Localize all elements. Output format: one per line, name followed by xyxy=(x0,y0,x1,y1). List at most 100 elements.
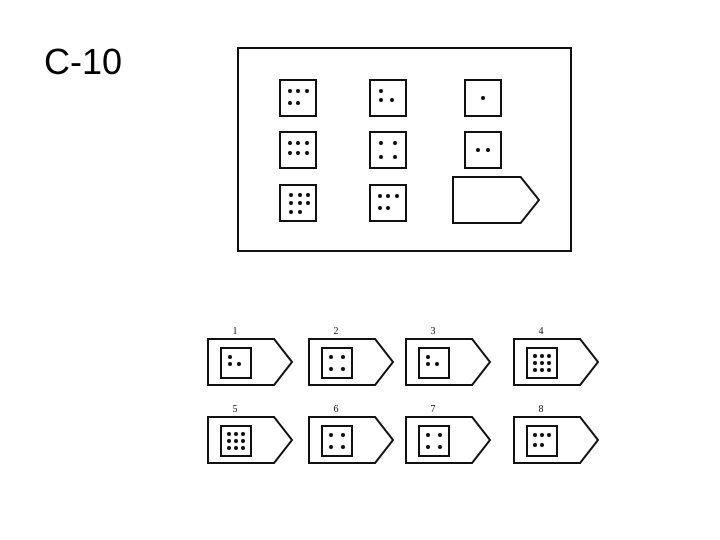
dot xyxy=(533,433,537,438)
dot xyxy=(533,361,537,365)
dot xyxy=(297,209,302,214)
dot xyxy=(386,206,390,211)
dice-square xyxy=(321,347,353,379)
dice-square xyxy=(526,347,558,379)
dot xyxy=(386,194,390,199)
dot xyxy=(486,148,491,152)
dot xyxy=(296,141,300,146)
dot xyxy=(533,368,537,372)
dot xyxy=(426,355,431,360)
missing-answer-slot xyxy=(452,176,541,224)
dot xyxy=(540,368,544,372)
dice-square xyxy=(369,184,407,222)
dot xyxy=(305,201,310,205)
option-4[interactable]: 4 xyxy=(513,327,600,386)
dot xyxy=(392,141,397,146)
dot xyxy=(377,206,382,211)
dot xyxy=(547,361,551,365)
matrix-cell-1-2 xyxy=(369,79,407,117)
option-number: 5 xyxy=(232,404,238,415)
dice-square xyxy=(321,425,353,457)
dot xyxy=(234,432,238,436)
dot xyxy=(241,446,245,450)
dot xyxy=(540,361,544,365)
dot xyxy=(540,443,544,448)
dot xyxy=(304,141,309,146)
dot xyxy=(390,97,395,102)
dot xyxy=(547,354,551,358)
dice-square xyxy=(220,347,252,379)
dice-square xyxy=(279,184,317,222)
dot xyxy=(329,355,334,360)
dice-square xyxy=(279,131,317,169)
dot xyxy=(296,89,300,94)
dice-square xyxy=(418,347,450,379)
dice-square xyxy=(279,79,317,117)
slide-title: С-10 xyxy=(44,41,123,82)
option-number: 1 xyxy=(232,326,238,337)
dot xyxy=(340,366,345,371)
dot xyxy=(540,433,544,438)
puzzle-matrix xyxy=(237,47,572,252)
dot xyxy=(287,89,292,94)
dot xyxy=(340,355,345,360)
dice-square xyxy=(369,131,407,169)
dot xyxy=(227,439,231,443)
dot xyxy=(426,433,431,438)
dot xyxy=(228,362,233,367)
dot xyxy=(296,101,300,106)
dice-square xyxy=(418,425,450,457)
dot xyxy=(234,439,238,443)
dot xyxy=(304,151,309,156)
dot xyxy=(304,89,309,94)
dot xyxy=(377,194,382,199)
dot xyxy=(435,362,440,367)
option-number: 8 xyxy=(538,404,544,415)
matrix-cell-2-3 xyxy=(464,131,502,169)
option-5[interactable]: 5 xyxy=(207,405,294,464)
dot xyxy=(547,433,551,438)
dot xyxy=(392,154,397,159)
dot xyxy=(540,354,544,358)
option-number: 7 xyxy=(430,404,436,415)
dot xyxy=(379,154,384,159)
dot xyxy=(287,101,292,106)
matrix-cell-2-2 xyxy=(369,131,407,169)
option-number: 3 xyxy=(430,326,436,337)
dice-square xyxy=(220,425,252,457)
dot xyxy=(297,201,302,205)
option-3[interactable]: 3 xyxy=(405,327,492,386)
dot xyxy=(305,192,310,197)
dot xyxy=(227,446,231,450)
dot xyxy=(533,354,537,358)
dot xyxy=(241,432,245,436)
dice-square xyxy=(526,425,558,457)
dot xyxy=(379,89,384,94)
matrix-cell-1-3 xyxy=(464,79,502,117)
matrix-cell-2-1 xyxy=(279,131,317,169)
dice-square xyxy=(369,79,407,117)
option-6[interactable]: 6 xyxy=(308,405,395,464)
option-1[interactable]: 1 xyxy=(207,327,294,386)
dot xyxy=(329,444,334,449)
matrix-cell-1-1 xyxy=(279,79,317,117)
option-2[interactable]: 2 xyxy=(308,327,395,386)
dot xyxy=(289,192,294,197)
dot xyxy=(437,444,442,449)
dot xyxy=(426,444,431,449)
option-number: 6 xyxy=(333,404,339,415)
option-number: 4 xyxy=(538,326,544,337)
dot xyxy=(241,439,245,443)
dot xyxy=(475,148,480,152)
dot xyxy=(296,151,300,156)
dice-square xyxy=(464,79,502,117)
dot xyxy=(379,97,384,102)
option-8[interactable]: 8 xyxy=(513,405,600,464)
matrix-cell-3-1 xyxy=(279,184,317,222)
option-7[interactable]: 7 xyxy=(405,405,492,464)
dot xyxy=(237,362,242,367)
dot xyxy=(289,201,294,205)
dot xyxy=(340,444,345,449)
dot xyxy=(547,368,551,372)
dot xyxy=(234,446,238,450)
